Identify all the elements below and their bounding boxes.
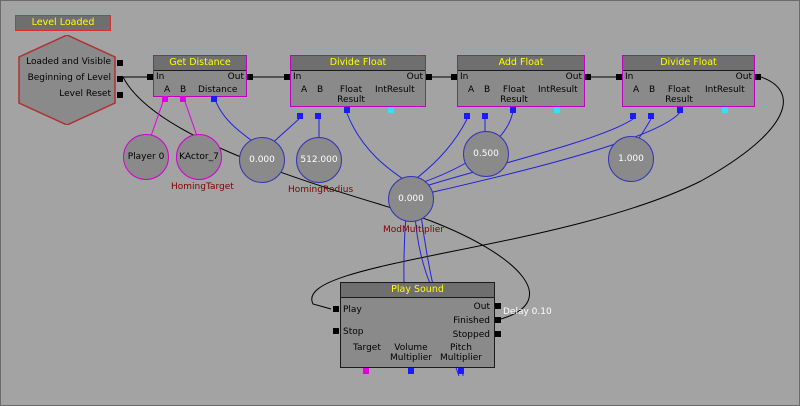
event-hexagon-shape: [18, 35, 116, 125]
mod-multiplier-variable[interactable]: 0.000: [388, 176, 434, 222]
divide2-b-pin[interactable]: [648, 113, 654, 119]
play-sound-out-pin[interactable]: [495, 303, 501, 309]
node-out-label: Out: [565, 72, 582, 82]
float-wire: [345, 110, 407, 182]
play-sound-target-pin[interactable]: [363, 368, 369, 374]
exec-wire: [311, 76, 784, 310]
event-output-beginning-level: Beginning of Level: [27, 73, 111, 83]
var-int-result-label: IntResult: [705, 85, 745, 95]
out-output-label: Out: [473, 302, 490, 312]
add-in-pin[interactable]: [451, 74, 457, 80]
node-title: Add Float: [458, 56, 584, 71]
node-title: Divide Float: [623, 56, 754, 71]
add-b-pin[interactable]: [482, 113, 488, 119]
divide1-a-pin[interactable]: [297, 113, 303, 119]
get-distance-result-pin[interactable]: [211, 96, 217, 102]
get-distance-in-pin[interactable]: [147, 74, 153, 80]
var-int-result-label: IntResult: [538, 85, 578, 95]
object-wire: [150, 95, 166, 137]
float-wire: [412, 118, 468, 182]
divide1-b-pin[interactable]: [315, 113, 321, 119]
var-a-label: A: [164, 85, 171, 95]
get-distance-out-pin[interactable]: [247, 74, 253, 80]
var-distance-label: Distance: [198, 85, 238, 95]
var-b-label: B: [180, 85, 187, 95]
divide2-float-result-pin[interactable]: [677, 107, 683, 113]
add-a-pin[interactable]: [464, 113, 470, 119]
object-wire: [182, 95, 198, 137]
var-float-result-label: Float Result: [337, 85, 365, 105]
play-sound-finished-pin[interactable]: [495, 317, 501, 323]
var-float-result-label: Float Result: [665, 85, 693, 105]
play-input-label: Play: [343, 305, 362, 315]
level-loaded-title[interactable]: Level Loaded: [15, 15, 111, 31]
mod-multiplier-label: ModMultiplier: [383, 225, 444, 235]
divide1-float-result-pin[interactable]: [344, 107, 350, 113]
divide-float-node-2[interactable]: Divide Float In Out A B Float Result Int…: [622, 55, 755, 107]
node-title: Divide Float: [291, 56, 425, 71]
node-in-label: In: [293, 72, 302, 82]
var-b-label: B: [317, 85, 324, 95]
target-var-label: Target: [353, 343, 381, 353]
node-out-label: Out: [406, 72, 423, 82]
play-sound-volume-pin[interactable]: [408, 368, 414, 374]
node-in-label: In: [156, 72, 165, 82]
event-pin-loaded-visible[interactable]: [117, 60, 123, 66]
node-out-label: Out: [735, 72, 752, 82]
player-variable[interactable]: Player 0: [123, 134, 169, 180]
volume-multiplier-label: Volume Multiplier: [390, 343, 432, 363]
var-int-result-label: IntResult: [375, 85, 415, 95]
play-sound-play-pin[interactable]: [333, 306, 339, 312]
event-pin-beginning-level[interactable]: [117, 76, 123, 82]
add-int-result-pin[interactable]: [554, 107, 560, 113]
node-out-label: Out: [227, 72, 244, 82]
event-pin-level-reset[interactable]: [117, 92, 123, 98]
divide2-out-pin[interactable]: [755, 74, 761, 80]
float-wire: [425, 118, 634, 187]
node-in-label: In: [625, 72, 634, 82]
radius-variable[interactable]: 512.000: [296, 137, 342, 183]
var-a-label: A: [301, 85, 308, 95]
divide2-a-pin[interactable]: [630, 113, 636, 119]
stopped-output-label: Stopped: [452, 330, 490, 340]
get-distance-node[interactable]: Get Distance In Out A B Distance: [153, 55, 247, 97]
homing-radius-label: HomingRadius: [288, 185, 354, 195]
add-float-result-pin[interactable]: [510, 107, 516, 113]
play-sound-pitch-pin[interactable]: [458, 368, 464, 374]
var-b-label: B: [484, 85, 491, 95]
event-output-loaded-visible: Loaded and Visible: [26, 57, 111, 67]
get-distance-a-pin[interactable]: [162, 96, 168, 102]
kactor-variable[interactable]: KActor_7: [176, 134, 222, 180]
level-loaded-event[interactable]: Loaded and Visible Beginning of Level Le…: [17, 35, 117, 125]
var-b-label: B: [649, 85, 656, 95]
node-title: Play Sound: [341, 283, 494, 298]
get-distance-b-pin[interactable]: [180, 96, 186, 102]
play-sound-stopped-pin[interactable]: [495, 331, 501, 337]
add-out-pin[interactable]: [585, 74, 591, 80]
finished-output-label: Finished: [453, 316, 490, 326]
divide2-in-pin[interactable]: [616, 74, 622, 80]
divide2-int-result-pin[interactable]: [722, 107, 728, 113]
divide1-out-pin[interactable]: [426, 74, 432, 80]
stop-input-label: Stop: [343, 327, 364, 337]
var-a-label: A: [633, 85, 640, 95]
var-a-label: A: [468, 85, 475, 95]
play-sound-stop-pin[interactable]: [333, 328, 339, 334]
pitch-multiplier-label: Pitch Multiplier: [440, 343, 482, 363]
var-float-result-label: Float Result: [500, 85, 528, 105]
divide-a-variable[interactable]: 1.000: [608, 136, 654, 182]
homing-target-label: HomingTarget: [171, 182, 234, 192]
add-float-node[interactable]: Add Float In Out A B Float Result IntRes…: [457, 55, 585, 107]
play-sound-node[interactable]: Play Sound Play Stop Out Finished Stoppe…: [340, 282, 495, 368]
node-title: Get Distance: [154, 56, 246, 71]
add-b-variable[interactable]: 0.500: [463, 131, 509, 177]
divide1-in-pin[interactable]: [284, 74, 290, 80]
distance-variable[interactable]: 0.000: [239, 137, 285, 183]
divide-float-node-1[interactable]: Divide Float In Out A B Float Result Int…: [290, 55, 426, 107]
node-in-label: In: [460, 72, 469, 82]
event-output-level-reset: Level Reset: [59, 89, 111, 99]
divide1-int-result-pin[interactable]: [388, 107, 394, 113]
delay-label: Delay 0.10: [503, 307, 552, 317]
